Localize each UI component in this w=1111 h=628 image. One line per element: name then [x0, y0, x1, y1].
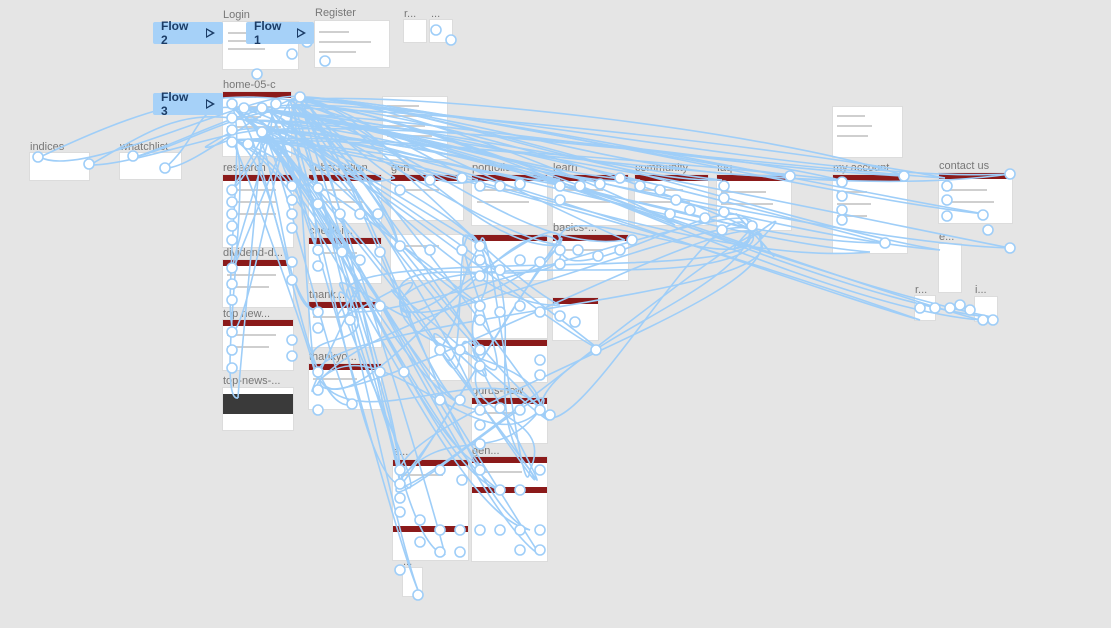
frame-small-bottom[interactable] [403, 568, 422, 596]
play-icon [206, 28, 215, 38]
frame-doc-a[interactable] [383, 97, 447, 159]
frame-doc-b[interactable] [833, 107, 902, 157]
frame-ellipsis[interactable] [430, 20, 452, 42]
frame-label: thank... [309, 289, 346, 301]
frame-label: faq [717, 162, 733, 174]
frame-label: e... [939, 231, 955, 243]
connector-hotspot[interactable] [590, 344, 602, 356]
frame-label: ... [403, 556, 413, 568]
frame-label: learn [553, 162, 578, 174]
frame-gurus-new[interactable] [472, 398, 547, 443]
frame-label: whatchlist [120, 141, 169, 153]
frame-label: e... [393, 446, 409, 458]
frame-label: research [223, 162, 266, 174]
frame-label: home-05-c [223, 79, 276, 91]
connector-hotspot[interactable] [251, 68, 263, 80]
frame-label: i... [975, 284, 987, 296]
frame-label: thankyo... [309, 351, 357, 363]
frame-gen-bottom[interactable] [472, 457, 547, 561]
frame-learn[interactable] [553, 175, 628, 225]
frame-gen[interactable] [391, 175, 463, 220]
connector-hotspot[interactable] [454, 394, 466, 406]
connector-hotspot[interactable] [964, 304, 976, 316]
frame-r-small[interactable] [915, 296, 935, 320]
play-icon [206, 99, 215, 109]
frame-check-in[interactable] [309, 238, 381, 283]
flow-start-1[interactable]: Flow 1 [246, 19, 314, 47]
flow-start-2[interactable]: Flow 2 [153, 19, 223, 47]
flow-label: Flow 2 [161, 19, 189, 47]
frame-basics[interactable] [553, 235, 628, 280]
connector-hotspot[interactable] [944, 302, 956, 314]
frame-learn-sub[interactable] [553, 298, 598, 340]
connector-hotspot[interactable] [398, 366, 410, 378]
frame-label: check-i... [309, 225, 354, 237]
frame-faq[interactable] [717, 175, 791, 230]
frame-gen-sub2[interactable] [430, 338, 468, 380]
frame-label: subscription [309, 162, 368, 174]
connector-hotspot[interactable] [434, 394, 446, 406]
frame-indices[interactable] [30, 153, 89, 180]
frame-register[interactable] [315, 21, 389, 67]
frame-research[interactable] [223, 175, 293, 247]
frame-gen-sub[interactable] [391, 235, 463, 280]
connector-hotspot[interactable] [1004, 242, 1016, 254]
frame-label: top new... [223, 308, 271, 320]
frame-portfolio-sub[interactable] [472, 235, 547, 280]
connector-hotspot[interactable] [294, 91, 306, 103]
frame-label: r... [915, 284, 928, 296]
frame-r[interactable] [404, 20, 426, 42]
flow-start-3[interactable]: Flow 3 [153, 90, 223, 118]
frame-i-small[interactable] [975, 297, 997, 321]
frame-label: community [635, 162, 689, 174]
connector-hotspot[interactable] [626, 234, 638, 246]
frame-home[interactable] [223, 92, 291, 156]
frame-label: indices [30, 141, 65, 153]
frame-top-news[interactable] [223, 320, 293, 370]
frame-top-news-detail[interactable] [223, 388, 293, 430]
flow-label: Flow 1 [254, 19, 282, 47]
frame-label: gen [391, 162, 410, 174]
frame-label: my account [833, 162, 890, 174]
frame-portfolio-sub2[interactable] [472, 298, 547, 338]
frame-thank[interactable] [309, 302, 381, 347]
frame-label: Login [223, 9, 250, 21]
frame-portfolio-sub3[interactable] [472, 340, 547, 382]
frame-label: ... [431, 8, 441, 20]
frame-label: r... [404, 8, 417, 20]
frame-portfolio[interactable] [472, 175, 547, 225]
frame-my-account[interactable] [833, 175, 907, 253]
frame-label: basics-... [553, 222, 598, 234]
play-icon [297, 28, 306, 38]
frame-label: dividend-d... [223, 247, 283, 259]
frame-e-bottom[interactable] [393, 460, 468, 560]
frame-label: contact us [939, 160, 990, 172]
frame-community[interactable] [635, 175, 708, 225]
frame-label: gen... [472, 445, 500, 457]
frame-label: top-news-... [223, 375, 281, 387]
frame-watchlist[interactable] [120, 153, 181, 179]
frame-label: Register [315, 7, 356, 19]
frame-label: portfolio [472, 162, 512, 174]
frame-contact-us[interactable] [939, 173, 1012, 223]
flow-label: Flow 3 [161, 90, 189, 118]
connector-hotspot[interactable] [982, 224, 994, 236]
frame-e-small[interactable] [939, 244, 961, 292]
frame-label: gurus-new [472, 385, 524, 397]
frame-thankyou[interactable] [309, 364, 381, 409]
frame-dividend[interactable] [223, 260, 293, 307]
connector-hotspot[interactable] [954, 299, 966, 311]
frame-subscription[interactable] [309, 175, 381, 223]
